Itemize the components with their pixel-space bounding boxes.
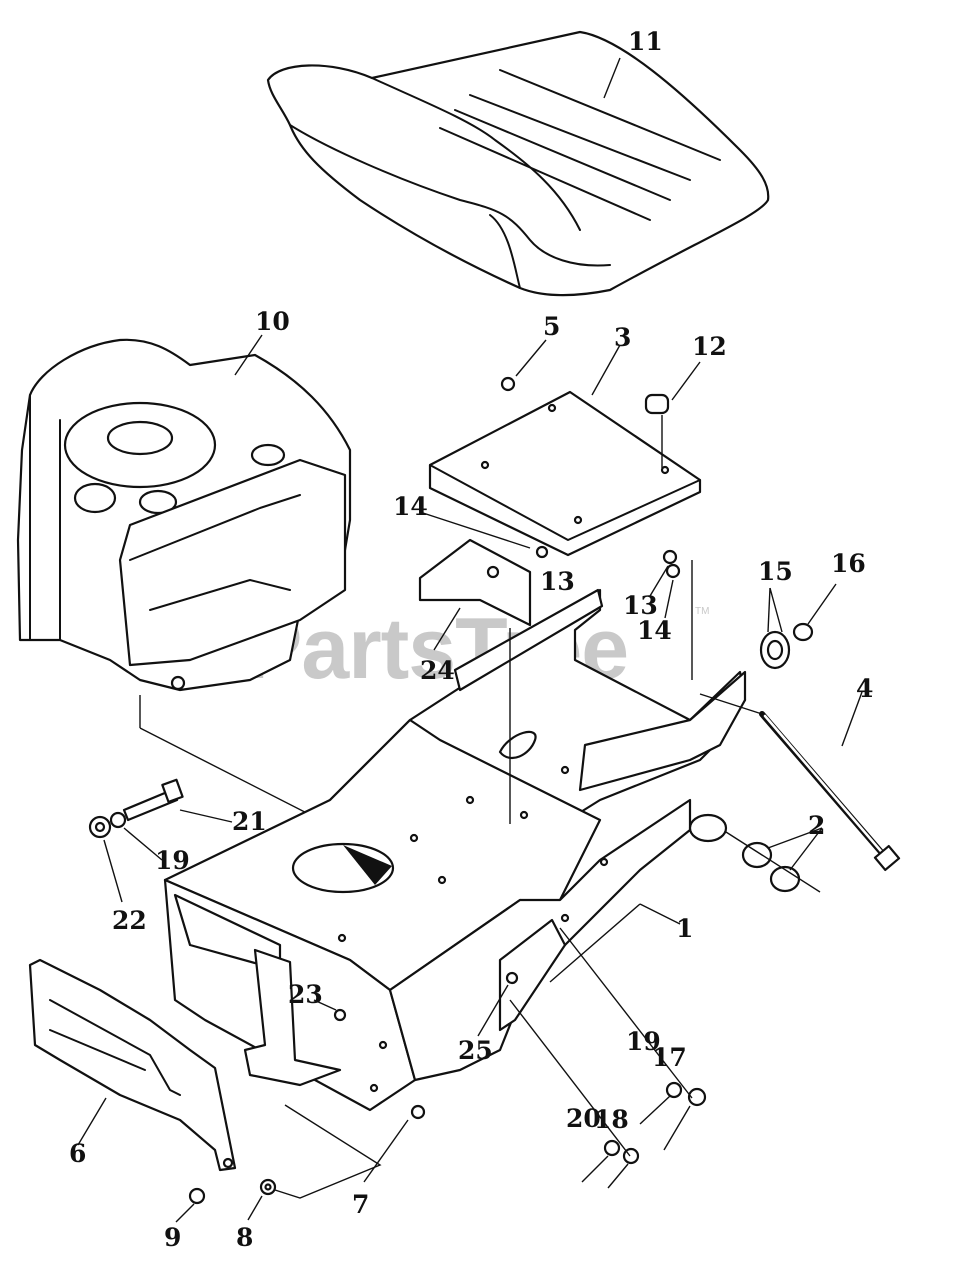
callout-24: 24 bbox=[420, 656, 455, 685]
clip-16-part[interactable] bbox=[792, 622, 814, 642]
callout-14b: 14 bbox=[637, 616, 672, 645]
washer-13-left[interactable] bbox=[535, 545, 549, 559]
rod-axis-line bbox=[699, 693, 763, 715]
seat-part[interactable] bbox=[266, 30, 770, 297]
bracket-24-part[interactable] bbox=[418, 538, 532, 627]
bracket-7-outline bbox=[274, 1104, 382, 1199]
hardware-axis-line bbox=[559, 927, 693, 1099]
seat-plate-part[interactable] bbox=[428, 390, 702, 557]
callout-13b: 13 bbox=[623, 591, 658, 620]
leader-15a bbox=[767, 587, 771, 633]
leader-13b bbox=[649, 565, 669, 597]
callout-17: 17 bbox=[652, 1043, 687, 1072]
bumper-12-part[interactable] bbox=[644, 393, 670, 468]
washer-13-right[interactable] bbox=[662, 549, 678, 565]
callout-16: 16 bbox=[831, 549, 866, 578]
callout-25: 25 bbox=[458, 1036, 493, 1065]
bushing-2-part[interactable] bbox=[741, 841, 801, 893]
callout-2: 2 bbox=[808, 811, 825, 840]
leader-12 bbox=[671, 361, 701, 401]
nut-14-right[interactable] bbox=[665, 563, 681, 579]
washer-19-right[interactable] bbox=[665, 1081, 683, 1099]
callout-8: 8 bbox=[236, 1223, 253, 1252]
callout-4: 4 bbox=[856, 674, 873, 703]
leader-19a bbox=[123, 827, 163, 861]
leader-20 bbox=[581, 1155, 609, 1183]
bushing-15-part[interactable] bbox=[759, 630, 791, 670]
shield-6-part[interactable] bbox=[28, 958, 237, 1172]
callout-13a: 13 bbox=[540, 567, 575, 596]
frame-part[interactable] bbox=[163, 588, 747, 1112]
nut-9-part[interactable] bbox=[188, 1187, 206, 1205]
leader-6 bbox=[77, 1097, 107, 1146]
callout-14a: 14 bbox=[393, 492, 428, 521]
callout-19b: 19 bbox=[626, 1027, 661, 1056]
leader-8 bbox=[247, 1195, 263, 1221]
callout-20: 20 bbox=[566, 1104, 601, 1133]
engine-part[interactable] bbox=[16, 338, 352, 692]
watermark-trademark: TM bbox=[695, 606, 709, 617]
bolt-21-part[interactable] bbox=[122, 778, 184, 822]
bolt-7-part[interactable] bbox=[410, 1104, 426, 1120]
callout-1: 1 bbox=[676, 914, 693, 943]
callout-22: 22 bbox=[112, 906, 147, 935]
callout-21: 21 bbox=[232, 807, 267, 836]
callout-18: 18 bbox=[594, 1105, 629, 1134]
leader-4 bbox=[841, 691, 863, 747]
leader-19b bbox=[639, 1095, 671, 1125]
callout-6: 6 bbox=[69, 1139, 86, 1168]
leader-7 bbox=[363, 1119, 409, 1183]
leader-2b bbox=[789, 827, 823, 871]
leader-1b bbox=[549, 903, 641, 983]
nut-22-part[interactable] bbox=[88, 815, 112, 839]
callout-3: 3 bbox=[614, 323, 631, 352]
leader-25 bbox=[477, 984, 509, 1037]
leader-5 bbox=[515, 339, 547, 377]
leader-17 bbox=[663, 1105, 691, 1151]
bolt-17-part[interactable] bbox=[687, 1087, 707, 1107]
callout-12: 12 bbox=[692, 332, 727, 361]
leader-16 bbox=[807, 583, 837, 625]
callout-10: 10 bbox=[255, 307, 290, 336]
bolt-23-part[interactable] bbox=[333, 1008, 347, 1022]
callout-23: 23 bbox=[288, 980, 323, 1009]
leader-10 bbox=[234, 334, 263, 376]
callout-19a: 19 bbox=[155, 846, 190, 875]
callout-9: 9 bbox=[164, 1223, 181, 1252]
callout-15: 15 bbox=[758, 557, 793, 586]
leader-24 bbox=[433, 607, 461, 651]
leader-9 bbox=[175, 1203, 195, 1223]
nut-20-part[interactable] bbox=[603, 1139, 621, 1157]
leader-2a bbox=[767, 827, 823, 849]
leader-14b bbox=[664, 579, 674, 619]
leader-23 bbox=[313, 999, 337, 1011]
leader-15b bbox=[769, 587, 783, 633]
leader-1 bbox=[639, 903, 681, 925]
hardware-axis-line-2 bbox=[509, 999, 631, 1157]
callout-7: 7 bbox=[352, 1190, 369, 1219]
bolt-25-part[interactable] bbox=[505, 971, 519, 985]
leader-22 bbox=[103, 839, 123, 903]
washer-19-left[interactable] bbox=[109, 811, 127, 829]
callout-5: 5 bbox=[543, 312, 560, 341]
washer-8-part[interactable] bbox=[259, 1178, 277, 1196]
leader-18 bbox=[607, 1163, 629, 1189]
leader-3 bbox=[591, 344, 621, 396]
bushing-axis-line bbox=[725, 831, 821, 893]
leader-11 bbox=[603, 57, 621, 99]
nut-5-part[interactable] bbox=[500, 376, 516, 392]
callout-11: 11 bbox=[628, 27, 663, 56]
rod-4-part[interactable] bbox=[759, 711, 901, 872]
leader-14a bbox=[419, 511, 531, 549]
leader-21 bbox=[179, 809, 233, 823]
